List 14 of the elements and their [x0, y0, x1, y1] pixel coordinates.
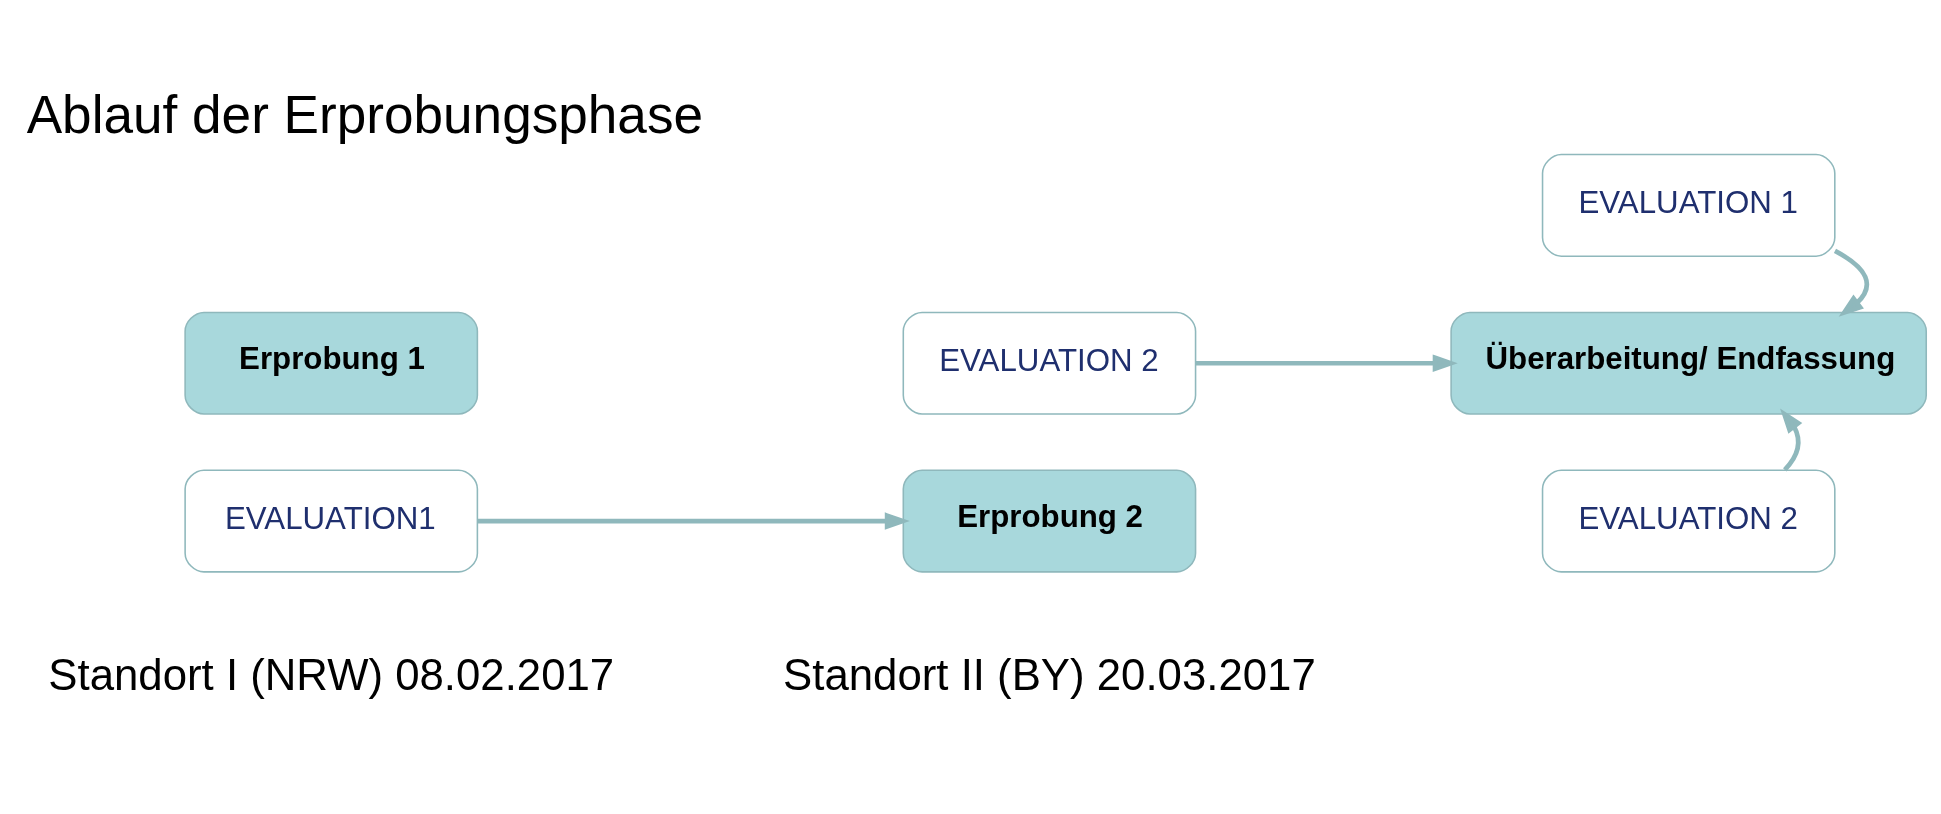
node-box: Überarbeitung/ Endfassung: [1450, 311, 1927, 415]
node-box: EVALUATION1: [184, 469, 479, 573]
node-box: Erprobung 1: [184, 311, 479, 415]
arrow: [1195, 354, 1458, 372]
label: Standort II (BY) 20.03.2017: [783, 649, 1316, 699]
diagram-title: Ablauf der Erprobungsphase: [26, 85, 704, 145]
node-box: EVALUATION 1: [1541, 153, 1836, 257]
label: Standort I (NRW) 08.02.2017: [48, 649, 615, 699]
arrow: [477, 512, 910, 530]
arrow: [1833, 248, 1870, 317]
node-box: EVALUATION 2: [1541, 469, 1836, 573]
arrow: [1780, 408, 1803, 472]
node-box: EVALUATION 2: [902, 311, 1197, 415]
node-box: Erprobung 2: [902, 469, 1197, 573]
